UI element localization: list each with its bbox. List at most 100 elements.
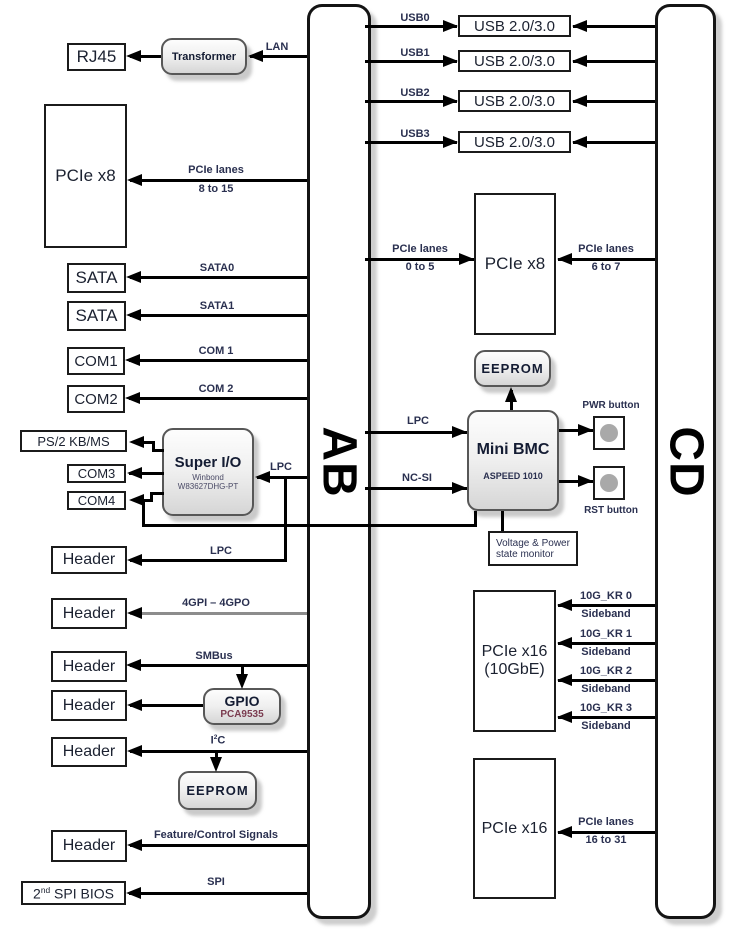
wire-smbus-branch <box>241 664 244 676</box>
sata-box-1: SATA <box>67 263 126 293</box>
arrowhead-icon <box>127 554 142 566</box>
wire-usb3-ab <box>365 141 457 144</box>
usb0-label: USB0 <box>400 12 430 24</box>
arrowhead-icon <box>452 426 467 438</box>
wire-gpio-header <box>130 704 203 707</box>
usb-box-2: USB 2.0/3.0 <box>458 90 571 112</box>
lpc-superio-label: LPC <box>270 461 292 473</box>
pcie-x8-center-label: PCIe x8 <box>484 254 546 273</box>
wire-lpc-com4-stub <box>142 501 145 527</box>
ab-bus-label: AB <box>313 425 367 498</box>
wire-bmc-rst <box>559 480 593 483</box>
wire-usb1-ab <box>365 60 457 63</box>
wire-feature <box>130 844 307 847</box>
wire-sata0 <box>130 276 307 279</box>
com3-box: COM3 <box>67 464 126 483</box>
arrowhead-icon <box>443 20 458 32</box>
header-box-feature: Header <box>51 830 127 862</box>
wire-com4 <box>143 499 153 502</box>
header-label: Header <box>62 604 116 622</box>
header-box-lpc: Header <box>51 546 127 574</box>
pcie-x16-10gbe-label2: (10GbE) <box>484 661 545 678</box>
pcie-x16-10gbe-label1: PCIe x16 <box>481 643 548 660</box>
eeprom-center-chip: EEPROM <box>474 350 551 387</box>
sideband-label: Sideband <box>581 683 631 695</box>
wire-ncsi <box>365 487 467 490</box>
arrowhead-icon <box>578 424 593 436</box>
voltage-monitor-line2: state monitor <box>496 548 554 560</box>
arrowhead-icon <box>126 309 141 321</box>
wire-i2c <box>130 750 307 753</box>
pcie-8-15-label-b: 8 to 15 <box>198 183 234 195</box>
header-box-i2c: Header <box>51 737 127 767</box>
lpc-header-label: LPC <box>210 545 232 557</box>
sideband-label: Sideband <box>581 720 631 732</box>
pcie-8-15-label-a: PCIe lanes <box>188 164 244 176</box>
wire-ps2 <box>143 441 155 444</box>
pcie-x8-center-box: PCIe x8 <box>474 193 556 335</box>
arrowhead-icon <box>127 839 142 851</box>
ncsi-label: NC-SI <box>402 472 432 484</box>
ps2-label: PS/2 KB/MS <box>37 433 110 449</box>
com1-wire-label: COM 1 <box>198 345 234 357</box>
super-io-chip: Super I/O Winbond W83627DHG-PT <box>162 428 254 516</box>
lan-label: LAN <box>265 41 289 53</box>
wire-usb2-cd <box>573 100 655 103</box>
transformer-label: Transformer <box>171 50 237 63</box>
arrowhead-icon <box>557 674 572 686</box>
rj45-box: RJ45 <box>67 43 126 71</box>
header-label: Header <box>62 551 116 568</box>
spi-label: SPI <box>207 876 225 888</box>
com1-label: COM1 <box>74 352 118 370</box>
gpio-part: PCA9535 <box>220 709 264 720</box>
wire-ps2-elbow <box>152 441 155 451</box>
pwr-button-label: PWR button <box>582 400 640 411</box>
kr0-label: 10G_KR 0 <box>580 590 632 602</box>
smbus-label: SMBus <box>195 650 233 662</box>
header-box-gpio-signals: Header <box>51 598 127 629</box>
wire-usb0-cd <box>573 25 655 28</box>
arrowhead-icon <box>557 826 572 838</box>
pcie-6-7-label-a: PCIe lanes <box>578 243 634 255</box>
wire-smbus <box>130 664 307 667</box>
wire-10g-kr2 <box>558 679 655 682</box>
arrowhead-icon <box>129 436 144 448</box>
arrowhead-icon <box>459 253 474 265</box>
usb3-label: USB3 <box>400 128 430 140</box>
rst-button-label: RST button <box>584 505 638 516</box>
wire-bmc-pwr <box>559 429 593 432</box>
arrowhead-icon <box>127 467 142 479</box>
i2c-label: I2C <box>210 734 226 747</box>
arrowhead-icon <box>557 711 572 723</box>
gpi-gpo-label: 4GPI – 4GPO <box>182 597 250 609</box>
sata-label-2: SATA <box>75 306 118 325</box>
usb-box-3: USB 2.0/3.0 <box>458 131 571 153</box>
wire-i2c-branch <box>215 750 218 760</box>
wire-4gpi-4gpo <box>130 612 307 615</box>
rj45-label: RJ45 <box>76 47 117 66</box>
usb-box-1: USB 2.0/3.0 <box>458 50 571 72</box>
arrowhead-icon <box>127 745 142 757</box>
arrowhead-icon <box>505 387 517 402</box>
usb-box-label: USB 2.0/3.0 <box>474 17 555 35</box>
wire-10g-kr3 <box>558 716 655 719</box>
transformer-chip: Transformer <box>161 38 247 75</box>
arrowhead-icon <box>126 659 141 671</box>
wire-ps2-stub <box>152 449 164 452</box>
header-label: Header <box>62 657 116 675</box>
wire-bmc-monitor <box>501 511 504 531</box>
pcie-x16-bottom-label: PCIe x16 <box>481 819 548 837</box>
wire-usb0-ab <box>365 25 457 28</box>
sata0-label: SATA0 <box>199 262 235 274</box>
cd-bus-label: CD <box>659 425 713 498</box>
pwr-button-box <box>593 416 625 450</box>
arrowhead-icon <box>557 253 572 265</box>
arrowhead-icon <box>126 271 141 283</box>
eeprom-center-label: EEPROM <box>481 361 544 376</box>
header-box-gpio-chip: Header <box>51 690 127 721</box>
kr2-label: 10G_KR 2 <box>580 665 632 677</box>
arrowhead-icon <box>572 136 587 148</box>
wire-sata1 <box>130 314 307 317</box>
header-label: Header <box>62 696 116 714</box>
